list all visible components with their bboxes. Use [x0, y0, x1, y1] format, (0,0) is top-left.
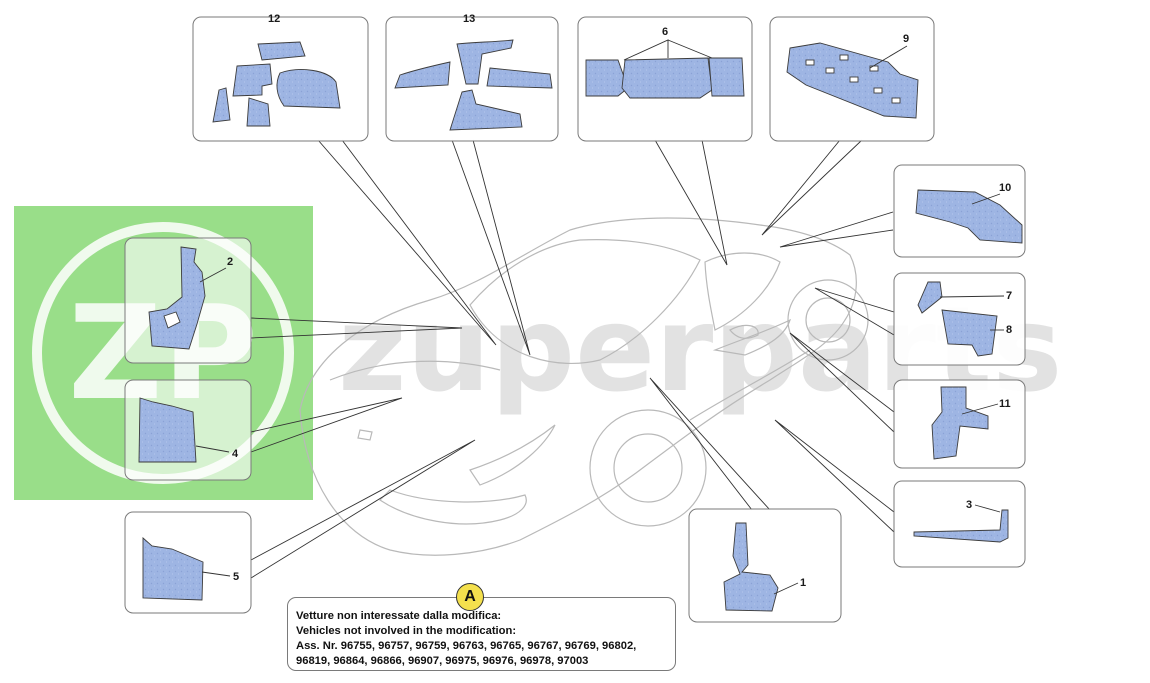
callout-1: 1: [800, 577, 806, 589]
part-9-holes: [805, 54, 901, 104]
note-line-assembly-numbers-cont: 96819, 96864, 96866, 96907, 96975, 96976…: [296, 655, 589, 667]
leader-9: [761, 139, 863, 236]
leader-12: [317, 139, 497, 346]
part-8: [941, 309, 998, 357]
callout-5: 5: [233, 571, 239, 583]
callout-numbers: 1 2 3 4 5 6 7 8 9 10 11 12 13: [227, 13, 1012, 589]
callout-7: 7: [1006, 290, 1012, 302]
part-12-a: [257, 41, 306, 61]
part-12-b: [232, 63, 273, 97]
part-5: [142, 536, 204, 601]
tick-3: [974, 504, 1001, 513]
callout-ticks: [195, 39, 1005, 595]
callout-13: 13: [463, 13, 475, 25]
callout-12: 12: [268, 13, 280, 25]
part-12-c: [276, 69, 341, 109]
tick-11: [961, 403, 999, 415]
leader-lines: [250, 139, 895, 579]
leader-13: [451, 139, 531, 356]
part-11: [931, 386, 989, 460]
part-6-center: [621, 57, 713, 99]
leader-3: [774, 419, 895, 533]
leader-4: [250, 397, 403, 453]
part-13-a: [456, 39, 514, 85]
note-line-english: Vehicles not involved in the modificatio…: [296, 625, 517, 637]
leader-11: [789, 332, 895, 433]
car-hood-line: [329, 360, 501, 381]
callout-9: 9: [903, 33, 909, 45]
car-front-wheel-hub: [613, 433, 683, 503]
car-side-intake: [712, 318, 792, 356]
leader-6: [654, 139, 728, 266]
part-2-hole: [163, 311, 181, 329]
leader-2: [250, 317, 463, 339]
car-windshield: [469, 239, 701, 365]
tick-4: [195, 445, 230, 453]
callout-11: 11: [999, 398, 1011, 410]
car-rocker-line: [689, 349, 811, 421]
leader-10: [779, 211, 894, 248]
part-2: [148, 246, 206, 350]
part-12-e: [246, 97, 271, 127]
part-1: [723, 522, 779, 612]
part-13-d: [449, 89, 523, 131]
callout-3: 3: [966, 499, 972, 511]
callout-8: 8: [1006, 324, 1012, 336]
part-13-b: [394, 61, 451, 89]
callout-2: 2: [227, 256, 233, 268]
car-body-outline: [299, 217, 857, 556]
leader-7-8: [814, 287, 895, 336]
tick-2: [199, 267, 227, 283]
modification-note: Vetture non interessate dalla modifica: …: [287, 597, 676, 671]
tick-6b: [667, 39, 713, 59]
tick-1: [773, 582, 799, 595]
parts: [138, 39, 1023, 612]
part-7: [917, 281, 943, 314]
callout-10: 10: [999, 182, 1011, 194]
callout-4: 4: [232, 448, 239, 460]
part-12-d: [212, 87, 231, 123]
car-side-window: [704, 252, 781, 331]
detail-box-3: [893, 480, 1026, 568]
part-6-right: [708, 57, 745, 97]
car-hood-vent: [357, 429, 373, 441]
note-line-italian: Vetture non interessate dalla modifica:: [296, 610, 502, 622]
leader-5: [250, 439, 476, 579]
car-mirror: [729, 324, 759, 339]
note-badge: A: [456, 583, 484, 611]
part-6-left: [585, 59, 629, 97]
tick-5: [201, 571, 231, 577]
car-rear-wheel-hub: [805, 297, 851, 343]
car-headlight: [469, 424, 556, 486]
tick-7: [939, 295, 1005, 298]
note-line-assembly-numbers: Ass. Nr. 96755, 96757, 96759, 96763, 967…: [296, 640, 637, 652]
part-4: [138, 397, 197, 463]
car-illustration: [299, 217, 869, 556]
leader-1: [649, 377, 771, 511]
tick-10: [971, 193, 1001, 205]
part-3: [913, 509, 1009, 543]
part-13-c: [486, 67, 553, 89]
car-front-intake: [379, 489, 527, 525]
tick-9: [869, 45, 908, 69]
car-front-wheel: [589, 409, 707, 527]
callout-6: 6: [662, 26, 668, 38]
